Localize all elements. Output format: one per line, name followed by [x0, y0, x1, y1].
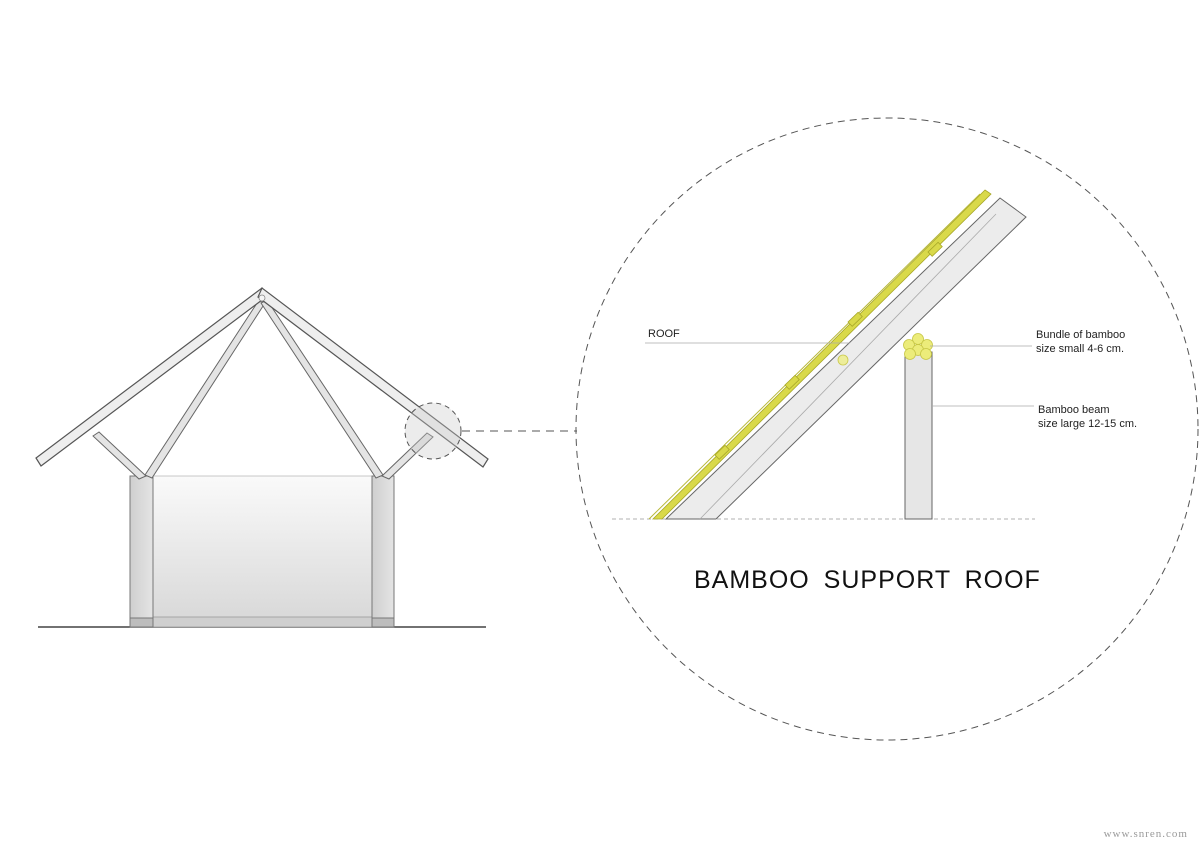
- bamboo-roof-layer-edge: [648, 193, 981, 520]
- left-post-footing: [129, 617, 154, 628]
- bundle-label-line2: size small 4-6 cm.: [1036, 343, 1125, 355]
- bamboo-tie: [927, 241, 943, 257]
- enlarged-detail: [575, 117, 1199, 741]
- bamboo-tie: [714, 444, 730, 460]
- bamboo-tie: [847, 311, 863, 327]
- roof-label: ROOF: [648, 328, 680, 340]
- bamboo-bundle: [903, 333, 933, 360]
- house-section: [35, 287, 489, 628]
- bamboo-tie-knot: [837, 354, 849, 366]
- left-inner-strut: [144, 299, 266, 479]
- ridge-joint: [258, 294, 266, 302]
- detail-rafter-inner-line: [699, 213, 997, 520]
- enlarged-detail-circle: [575, 117, 1199, 741]
- right-post-footing: [371, 617, 395, 628]
- right-lower-brace: [381, 432, 434, 480]
- beam-label-line1: Bamboo beam: [1038, 404, 1110, 416]
- detail-callout-circle: [404, 402, 462, 460]
- left-post: [129, 475, 154, 619]
- bundle-label-line1: Bundle of bamboo: [1036, 329, 1126, 341]
- left-rafter: [35, 287, 267, 467]
- bamboo-beam: [904, 351, 933, 520]
- left-lower-brace: [92, 431, 147, 480]
- bamboo-roof-layer: [652, 189, 992, 520]
- wall-base: [152, 616, 373, 628]
- diagram-title: BAMBOO SUPPORT ROOF: [694, 566, 1041, 594]
- bamboo-tie: [784, 374, 800, 390]
- right-post: [371, 475, 395, 619]
- right-inner-strut: [260, 299, 384, 479]
- wall-infill: [152, 475, 373, 619]
- watermark: www.snren.com: [1103, 828, 1188, 840]
- right-rafter: [257, 287, 489, 468]
- beam-label-line2: size large 12-15 cm.: [1038, 418, 1138, 430]
